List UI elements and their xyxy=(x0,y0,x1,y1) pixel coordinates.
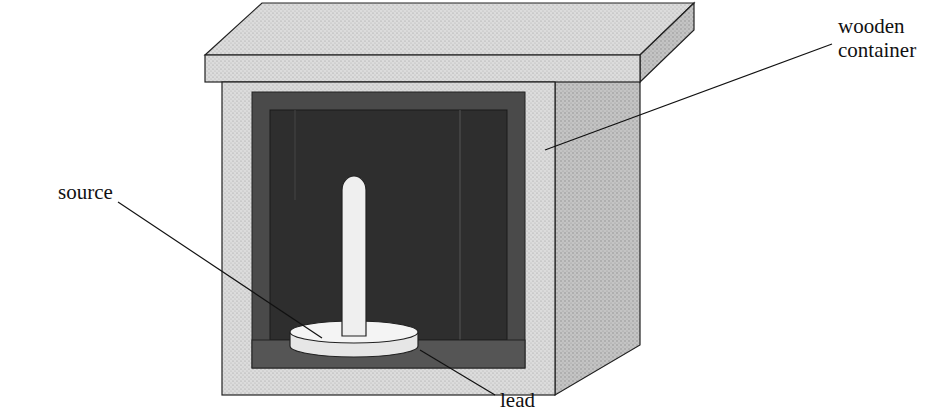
lid-side xyxy=(640,3,694,82)
leader-line xyxy=(118,202,322,338)
leader-line xyxy=(420,350,495,395)
lead-cavity xyxy=(270,110,507,340)
lid-top xyxy=(205,3,694,55)
part-label: lead xyxy=(500,388,535,412)
lead-lining xyxy=(252,92,525,368)
part-label: source xyxy=(58,180,113,204)
lid-front xyxy=(205,55,640,82)
part-label: wooden container xyxy=(838,14,946,62)
leader-line xyxy=(545,44,832,150)
source-rod xyxy=(342,176,366,336)
box-side xyxy=(555,32,640,395)
wood-frame xyxy=(222,82,555,395)
